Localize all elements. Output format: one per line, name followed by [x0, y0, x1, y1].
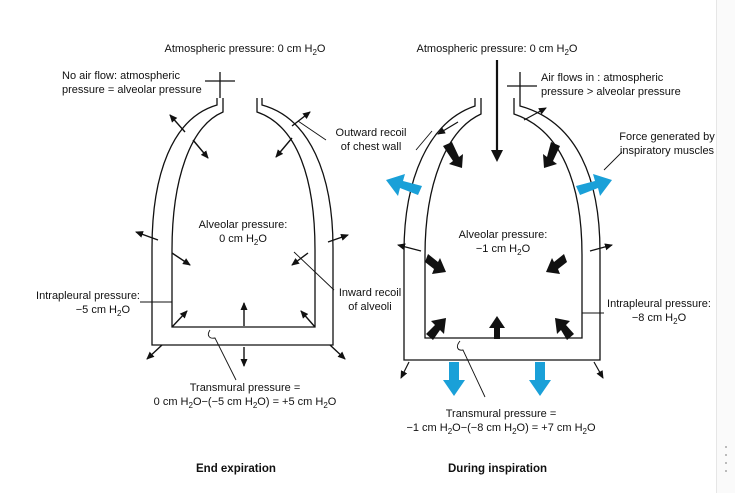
blue-arrow-down-right [529, 362, 551, 396]
blue-arrow-left [386, 174, 422, 196]
scroll-dot [725, 446, 727, 448]
airflow-arrowhead [491, 150, 503, 162]
scroll-dot [725, 470, 727, 472]
arrow-inward [275, 137, 293, 158]
arrow-outward [169, 114, 186, 133]
right-atmospheric-label: Atmospheric pressure: 0 cm H2O [416, 43, 578, 57]
left-arrows [135, 111, 349, 367]
right-thick-arrows [425, 142, 574, 340]
arrow-outward [146, 344, 163, 360]
right-inner-wall [424, 98, 583, 339]
right-leaders [456, 151, 623, 398]
left-lung [151, 72, 334, 346]
left-atmospheric-label: Atmospheric pressure: 0 cm H2O [164, 43, 326, 57]
inspiratory-force-label: Force generated by inspiratory muscles [619, 131, 715, 157]
arrow-inward [192, 139, 209, 159]
left-transmural-label: Transmural pressure = 0 cm H2O−(−5 cm H2… [153, 382, 337, 410]
arrow-outward [327, 234, 349, 243]
arrow-outward [135, 231, 159, 241]
left-leaders [140, 301, 237, 381]
arrow-inward [171, 310, 188, 328]
right-alveolar-pressure-label: Alveolar pressure: −1 cm H2O [458, 229, 548, 257]
arrow-outward [329, 344, 346, 360]
outward-recoil-label: Outward recoil of chest wall [335, 127, 407, 153]
scroll-dot [725, 462, 727, 464]
left-inner-wall [171, 98, 316, 328]
scroll-dot [725, 454, 727, 456]
left-intrapleural-label: Intrapleural pressure: −5 cm H2O [36, 290, 140, 318]
caption-end-expiration: End expiration [196, 463, 276, 475]
blue-arrow-right [576, 174, 612, 196]
right-airflow-label: Air flows in : atmospheric pressure > al… [541, 72, 681, 98]
arrow-inward [300, 310, 316, 328]
middle-leaders [293, 120, 433, 291]
right-transmural-label: Transmural pressure = −1 cm H2O−(−8 cm H… [406, 408, 596, 436]
right-lung [403, 72, 601, 361]
right-thin-arrows [397, 107, 613, 379]
left-no-airflow-label: No air flow: atmospheric pressure = alve… [62, 70, 202, 96]
caption-during-inspiration: During inspiration [448, 463, 548, 475]
arrow-inward [171, 252, 191, 266]
left-alveolar-pressure-label: Alveolar pressure: 0 cm H2O [198, 219, 288, 247]
left-outer-wall [151, 98, 334, 346]
arrow-outward [291, 111, 311, 127]
scrollbar-strip[interactable] [716, 0, 735, 493]
inward-recoil-label: Inward recoil of alveoli [338, 287, 402, 313]
right-intrapleural-label: Intrapleural pressure: −8 cm H2O [607, 298, 711, 326]
blue-force-arrows [386, 174, 612, 396]
blue-arrow-down-left [443, 362, 465, 396]
arrow-inward [291, 252, 309, 266]
